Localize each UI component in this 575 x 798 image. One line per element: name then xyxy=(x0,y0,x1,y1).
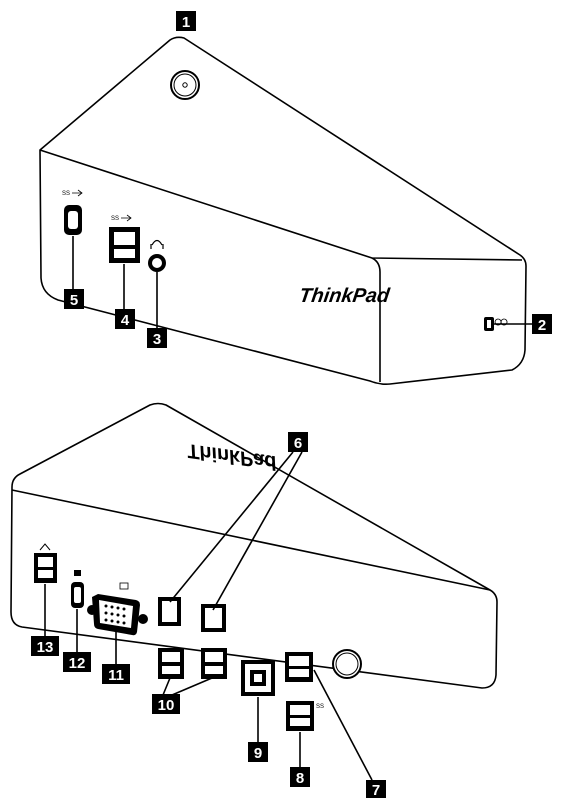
svg-text:6: 6 xyxy=(294,435,302,452)
callout-12: 12 xyxy=(63,609,91,672)
ethernet-port xyxy=(241,660,275,696)
callout-2: 2 xyxy=(494,314,552,334)
monitor-icon xyxy=(119,582,129,590)
callout-4: 4 xyxy=(115,264,135,329)
usb-symbol-icon xyxy=(121,214,132,222)
power-icon xyxy=(39,543,51,551)
svg-text:9: 9 xyxy=(254,745,262,762)
vga-port xyxy=(87,594,148,636)
ss-usb-a-mark: SS xyxy=(111,216,119,222)
callout-10: 10 xyxy=(152,677,213,714)
usb-a-port-10a xyxy=(158,648,184,679)
headphone-icon xyxy=(150,239,164,249)
svg-text:7: 7 xyxy=(372,782,380,798)
callout-5: 5 xyxy=(64,236,84,309)
callout-9: 9 xyxy=(248,697,268,762)
usb-a-port-7 xyxy=(285,652,313,682)
dock-front-outline xyxy=(39,36,527,385)
svg-text:11: 11 xyxy=(108,667,124,684)
svg-text:10: 10 xyxy=(158,697,175,714)
displayport-2 xyxy=(201,604,226,632)
usb-a-port-8 xyxy=(286,701,314,731)
dock-rear-view xyxy=(10,402,498,689)
svg-text:2: 2 xyxy=(538,317,546,334)
svg-text:1: 1 xyxy=(182,14,190,31)
usb-symbol-icon xyxy=(72,189,83,197)
dock-front-corner-edge xyxy=(371,257,381,382)
display-icon xyxy=(74,570,81,576)
dock-front-view xyxy=(39,36,527,385)
ss-usb-rear-mark: SS xyxy=(316,704,324,710)
ss-usb-c-mark: SS xyxy=(62,191,70,197)
svg-text:13: 13 xyxy=(37,639,54,656)
power-button-top xyxy=(170,70,200,100)
usb-a-port-10b xyxy=(201,648,227,679)
dock-rear-top-edge xyxy=(11,489,491,591)
callout-8: 8 xyxy=(290,732,310,787)
usb-c-port-front xyxy=(64,205,82,235)
usb-a-port-13 xyxy=(34,553,57,583)
svg-text:4: 4 xyxy=(121,312,130,329)
callout-3: 3 xyxy=(147,272,167,348)
usb-a-port-front xyxy=(109,227,140,263)
svg-text:8: 8 xyxy=(296,770,304,787)
thinkpad-logo-rear: ThinkPad xyxy=(186,439,279,473)
dock-rear-outline xyxy=(10,402,498,689)
callout-1: 1 xyxy=(176,11,196,31)
displayport-1 xyxy=(158,597,181,626)
thinkpad-logo: ThinkPad xyxy=(298,285,392,307)
audio-jack xyxy=(148,254,166,272)
callout-11: 11 xyxy=(102,632,130,684)
security-lock-slot xyxy=(484,317,494,331)
usb-c-port-12 xyxy=(71,582,84,608)
callout-13: 13 xyxy=(31,584,59,656)
lock-icon xyxy=(494,318,508,326)
callout-7: 7 xyxy=(313,669,386,798)
svg-text:12: 12 xyxy=(69,655,86,672)
svg-text:5: 5 xyxy=(70,292,78,309)
svg-text:3: 3 xyxy=(153,331,161,348)
callout-6: 6 xyxy=(169,432,308,611)
power-button-rear xyxy=(332,649,362,679)
